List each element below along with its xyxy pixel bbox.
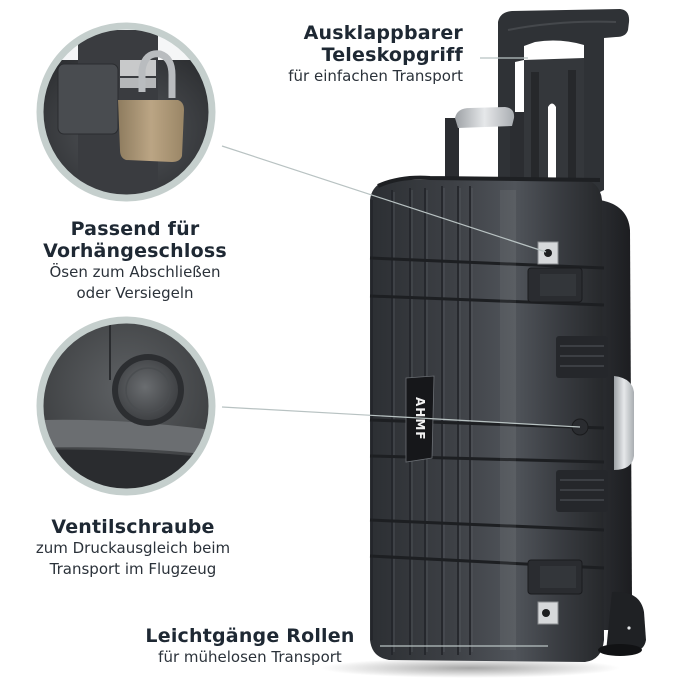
case-hardware [527,241,646,656]
callout-title: Ausklappbarer [303,22,463,44]
callout-title: Vorhängeschloss [43,240,227,262]
callout-telescopic-handle: Ausklappbarer Teleskopgriff für einfache… [250,22,463,87]
callout-title: Ventilschraube [51,516,215,538]
brand-logo: AHMF [413,397,427,441]
carry-handle-top [445,107,524,188]
detail-circle-padlock [36,22,216,202]
callout-subtitle: zum Druckausgleich beim [35,539,231,557]
callout-subtitle: Transport im Flugzeug [49,560,217,578]
callout-subtitle: für einfachen Transport [288,67,463,85]
telescopic-handle [498,9,630,200]
callout-wheels: Leichtgänge Rollen für mühelosen Transpo… [130,625,370,668]
brand-logo-plate [405,375,435,463]
floor-shadow [320,658,620,678]
callout-subtitle: oder Versiegeln [76,284,194,302]
callout-subtitle: für mühelosen Transport [158,648,342,666]
detail-circle-valve [36,316,216,496]
callout-connector-lines [221,57,581,647]
callout-title: Teleskopgriff [321,44,463,66]
callout-padlock: Passend für Vorhängeschloss Ösen zum Abs… [10,218,260,304]
callout-title: Passend für [70,218,200,240]
callout-title: Leichtgänge Rollen [145,625,355,647]
callout-subtitle: Ösen zum Abschließen [49,263,221,281]
callout-valve-screw: Ventilschraube zum Druckausgleich beim T… [0,516,266,580]
